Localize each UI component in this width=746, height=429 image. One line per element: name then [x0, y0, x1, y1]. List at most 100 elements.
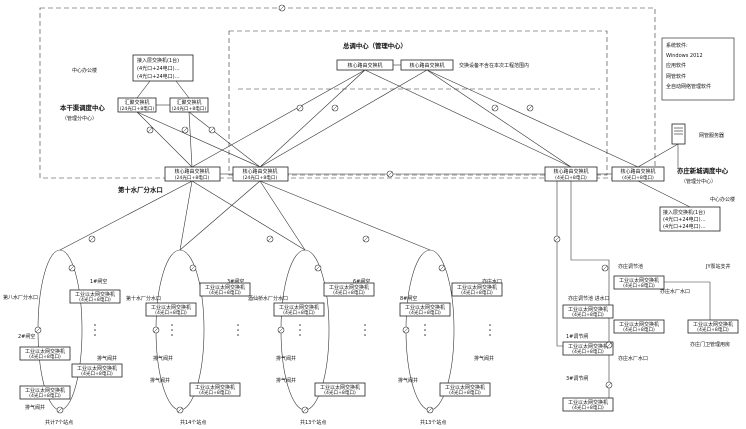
ring-group-1: 1#闸空 第八水厂分水口 2#闸空 工业以太网交换机 (4光口+8电口) 工业以…: [3, 249, 123, 426]
right-center-subtitle: （管理分中心）: [681, 178, 716, 185]
link: [136, 111, 261, 168]
fiber-marker: [88, 235, 96, 243]
ring-group-3: 6#闸空 酒仙桥水厂分水口 工业以太网交换机 (4光口+8电口) 工业以太网交换…: [248, 249, 375, 426]
link: [188, 111, 261, 168]
industrial-switch: 工业以太网交换机 (4光口+8电口): [439, 382, 491, 397]
industrial-switch: 工业以太网交换机 (4光口+8电口): [399, 302, 451, 317]
fiber-marker: [301, 406, 309, 414]
svg-text:(4光口+8电口): (4光口+8电口): [622, 174, 654, 181]
svg-text:(4光口+8电口): (4光口+8电口): [572, 404, 604, 411]
ring-count: 共计7个站点: [45, 419, 73, 426]
ring-left-tag: 第八水厂分水口: [3, 294, 38, 301]
link: [259, 180, 431, 251]
server-label: 网管服务器: [699, 132, 724, 139]
industrial-switch: 工业以太网交换机 (4光口+8电口): [145, 302, 197, 317]
fiber-marker: [34, 326, 42, 334]
svg-text:Windows 2012: Windows 2012: [666, 53, 703, 59]
svg-text:工业以太网交换机: 工业以太网交换机: [329, 284, 369, 291]
fiber-marker: [56, 406, 64, 414]
right-ring-tag: 3#调节闸: [566, 375, 588, 382]
link: [426, 69, 639, 168]
svg-text:(4光口+8电口): (4光口+8电口): [572, 348, 604, 355]
fiber-path: [570, 181, 610, 406]
svg-text:工业以太网交换机: 工业以太网交换机: [151, 304, 191, 311]
svg-text:工业以太网交换机: 工业以太网交换机: [75, 291, 115, 298]
link: [136, 111, 193, 168]
left-access-switch: 接入层交换机(1台) (4光口+24电口)… (4光口+24电口)…: [132, 54, 194, 82]
industrial-switch: 工业以太网交换机 (4光口+8电口): [687, 319, 739, 334]
fiber-marker: [314, 264, 322, 272]
svg-text:(4光口+8电口): (4光口+8电口): [81, 370, 113, 377]
svg-text:核心路由交换机: 核心路由交换机: [174, 168, 209, 175]
left-office-label: 中心办公楼: [72, 67, 97, 74]
industrial-switch: 工业以太网交换机 (4光口+8电口): [562, 397, 614, 412]
row-core-switch-1: 核心路由交换机 (24光口+8电口): [164, 166, 221, 182]
svg-text:核心路由交换机: 核心路由交换机: [347, 62, 382, 69]
svg-text:(4光口+24电口)…: (4光口+24电口)…: [137, 65, 180, 72]
ring-group-2: 3#闸空 第十水厂分水口 工业以太网交换机 (4光口+8电口) 工业以太网交换机…: [126, 249, 251, 426]
svg-text:(4光口+8电口): (4光口+8电口): [283, 309, 315, 316]
ring-count: 共13个站点: [420, 419, 446, 426]
fiber-marker: [266, 235, 274, 243]
svg-text:汇聚交换机: 汇聚交换机: [176, 99, 201, 106]
svg-text:(4光口+8电口): (4光口+8电口): [697, 326, 729, 333]
svg-text:(24光口+8电口): (24光口+8电口): [175, 174, 210, 181]
svg-text:(4光口+8电口): (4光口+8电口): [29, 392, 61, 399]
svg-text:工业以太网交换机: 工业以太网交换机: [320, 384, 360, 391]
svg-text:工业以太网交换机: 工业以太网交换机: [279, 304, 319, 311]
svg-text:应用软件: 应用软件: [666, 62, 686, 69]
industrial-switch: 工业以太网交换机 (4光口+8电口): [71, 363, 123, 378]
ellipsis-dots: [94, 324, 491, 336]
right-ring-group: 亦庄调节池 亦庄调节池 进水口 工业以太网交换机 (4光口+8电口) 工业以太网…: [556, 180, 739, 412]
svg-text:(4光口+24电口)…: (4光口+24电口)…: [663, 216, 706, 223]
svg-text:(4光口+8电口): (4光口+8电口): [623, 282, 655, 289]
svg-text:(4光口+8电口): (4光口+8电口): [409, 309, 441, 316]
svg-text:接入层交换机(1台): 接入层交换机(1台): [137, 57, 179, 64]
right-ring-tag: 亦庄水厂水口: [618, 355, 648, 362]
link: [191, 180, 306, 251]
fiber-marker: [208, 126, 216, 134]
link: [426, 69, 572, 168]
link: [136, 80, 151, 99]
fiber-marker: [146, 126, 154, 134]
fiber-marker: [296, 104, 304, 112]
svg-text:工业以太网交换机: 工业以太网交换机: [568, 343, 608, 350]
svg-text:工业以太网交换机: 工业以太网交换机: [445, 384, 485, 391]
industrial-switch: 工业以太网交换机 (4光口+8电口): [19, 385, 71, 400]
svg-text:接入层交换机(1台): 接入层交换机(1台): [663, 209, 705, 216]
vent-label: 排气阀井: [276, 355, 296, 362]
right-ring-tag: 1#调节闸: [566, 333, 588, 340]
svg-text:核心路由交换机: 核心路由交换机: [409, 62, 444, 69]
link: [259, 69, 366, 168]
ring-top-tag: 亦庄水口: [482, 278, 502, 285]
right-ring-top-tag: 亦庄调节池: [618, 263, 643, 270]
water10-label: 第十水厂分水口: [118, 185, 163, 194]
vent-label: 排气阀井: [150, 377, 170, 384]
fiber-marker: [278, 4, 286, 12]
svg-text:(4光口+8电口): (4光口+8电口): [555, 174, 587, 181]
center-note: 交换设备不含在本次工程范围内: [459, 62, 529, 69]
industrial-switch: 工业以太网交换机 (4光口+8电口): [189, 382, 241, 397]
vent-label: 排气阀井: [276, 377, 296, 384]
svg-text:工业以太网交换机: 工业以太网交换机: [619, 277, 659, 284]
fiber-marker: [553, 235, 561, 243]
industrial-switch: 工业以太网交换机 (4光口+8电口): [19, 346, 71, 361]
ring-left-tag: 第十水厂分水口: [126, 295, 161, 302]
fiber-path: [556, 180, 590, 347]
left-center-subtitle: （管理分中心）: [62, 115, 97, 122]
svg-text:核心路由交换机: 核心路由交换机: [242, 168, 277, 175]
svg-text:(4光口+8电口): (4光口+8电口): [324, 389, 356, 396]
ring-left-tag: 酒仙桥水厂分水口: [248, 295, 288, 302]
svg-text:汇聚交换机: 汇聚交换机: [124, 99, 149, 106]
svg-text:(4光口+8电口): (4光口+8电口): [199, 389, 231, 396]
row-core-switch-2: 核心路由交换机 (24光口+8电口): [232, 166, 289, 182]
svg-text:工业以太网交换机: 工业以太网交换机: [568, 306, 608, 313]
svg-text:(4光口+8电口): (4光口+8电口): [623, 326, 655, 333]
industrial-switch: 工业以太网交换机 (4光口+8电口): [613, 319, 665, 334]
software-info-box: 系统软件: Windows 2012 应用软件 网管软件 全自动网络管理软件: [661, 37, 735, 101]
branch-title: JY泵站支井: [705, 263, 731, 270]
fiber-marker: [426, 406, 434, 414]
svg-text:工业以太网交换机: 工业以太网交换机: [25, 348, 65, 355]
ring-top-tag: 6#闸空: [353, 278, 370, 285]
right-office-label: 中心办公楼: [710, 196, 735, 203]
